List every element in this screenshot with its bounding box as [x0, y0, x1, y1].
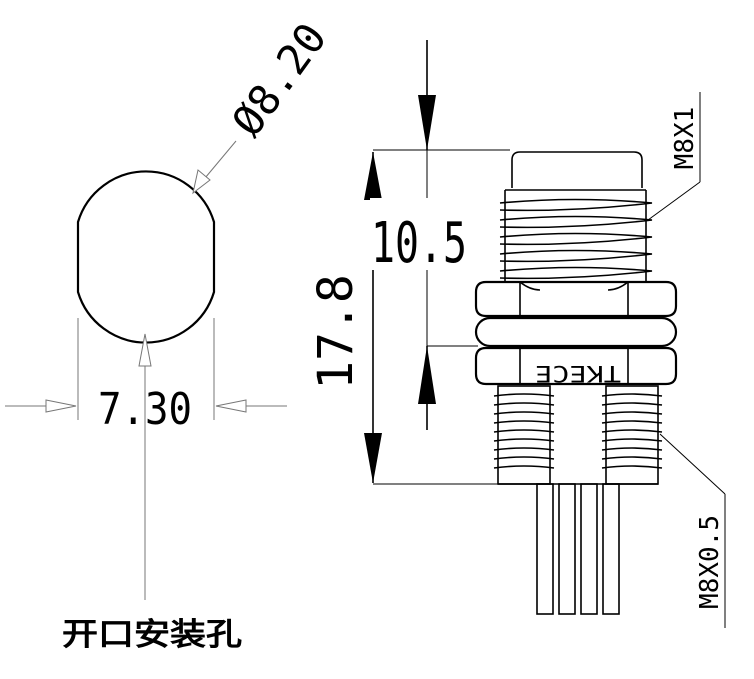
- pin-3: [580, 483, 598, 615]
- dim-17-8-arrow-bottom: [364, 433, 382, 483]
- caption-arrow: [138, 333, 152, 367]
- connector-side-view: 17.8 10.5: [308, 40, 726, 628]
- diameter-arrow: [192, 169, 211, 195]
- upper-thread-coils: [499, 198, 653, 280]
- brand-mark: TKECE: [535, 360, 621, 385]
- dim-17-8-arrow-top: [364, 152, 382, 200]
- m8x05-leader: [659, 433, 726, 495]
- hole-diameter: Ø8.20: [222, 14, 336, 145]
- hole-outline: [76, 170, 216, 344]
- pin-2: [558, 483, 576, 615]
- total-height: 17.8: [308, 274, 364, 390]
- connector-top-cap: [511, 151, 643, 188]
- pin-1: [536, 483, 554, 615]
- hex-nut-top-arc-l: [519, 281, 541, 291]
- mounting-hole-view: 7.30 Ø8.20 开口安装孔: [5, 14, 336, 653]
- hex-nut-top-arc-r: [607, 281, 629, 291]
- pin-4: [602, 483, 620, 615]
- dim-10-5-arrow-top: [418, 95, 436, 150]
- hex-nut-top: [474, 280, 678, 318]
- width-arrow-right: [215, 399, 247, 413]
- mounting-hole-caption: 开口安装孔: [62, 617, 242, 653]
- o-ring: [474, 316, 678, 348]
- lower-thread-right: [601, 385, 663, 485]
- dim-10-5-arrow-bottom: [418, 346, 436, 404]
- m8x1-leader: [647, 181, 701, 221]
- connector-pins: [536, 483, 620, 615]
- hex-nut-bottom: [474, 346, 678, 386]
- bottom-thread-spec: M8X0.5: [695, 515, 725, 609]
- lower-thread-left: [493, 385, 555, 485]
- thread-length: 10.5: [371, 211, 467, 276]
- width-arrow-left: [45, 399, 77, 413]
- top-thread-spec: M8X1: [670, 107, 700, 170]
- dim-10-5-text-bg: [370, 198, 468, 270]
